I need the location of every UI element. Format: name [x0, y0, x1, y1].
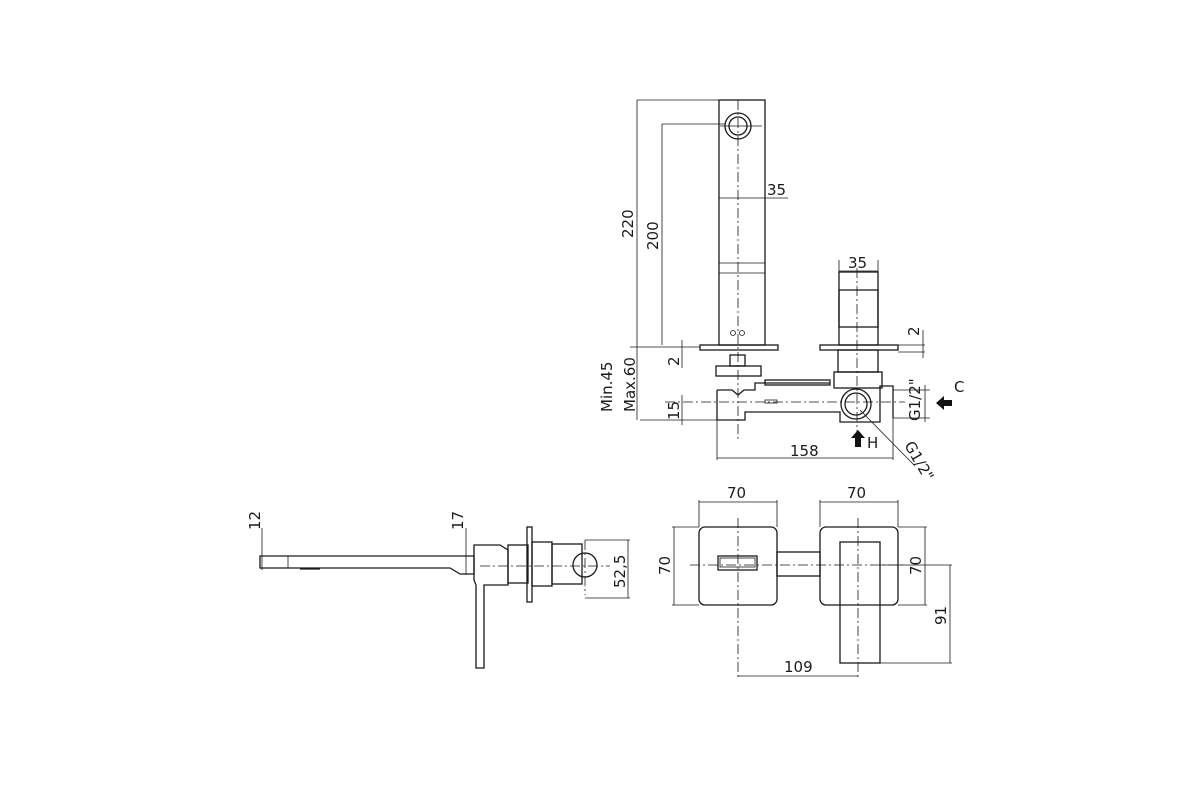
- cold-inlet-arrow-icon: [936, 396, 952, 410]
- right-plate: [819, 526, 899, 606]
- dim-max-60: Max.60: [621, 357, 639, 412]
- dim-spout-35: 35: [767, 181, 786, 199]
- dim-right-height-70: 70: [907, 556, 925, 575]
- dim-15: 15: [665, 401, 683, 420]
- spout-plate: [699, 344, 779, 351]
- thread-c: G1/2": [906, 378, 924, 421]
- dim-right-width-70: 70: [847, 484, 866, 502]
- side-view: 12 17 52,5: [246, 511, 630, 669]
- hot-inlet-arrow-icon: [851, 430, 865, 447]
- dim-91: 91: [932, 606, 950, 625]
- dim-handle-35: 35: [848, 254, 867, 272]
- lever-side: [473, 544, 509, 669]
- spout-outlet-front: [717, 555, 758, 571]
- handle-outline: [838, 271, 879, 346]
- spout-side: [259, 555, 475, 575]
- dim-158: 158: [790, 442, 819, 460]
- dim-17: 17: [449, 511, 467, 530]
- dim-min-45: Min.45: [598, 362, 616, 412]
- front-view: 70 70 70 70 91 109: [656, 484, 952, 678]
- label-cold: C: [954, 378, 964, 396]
- top-view: 220 200 35 35 2 2 Min.45 Max.60 15 G1/2"…: [598, 99, 964, 484]
- label-hot: H: [867, 434, 878, 452]
- dim-plate-2-left: 2: [665, 356, 683, 366]
- dim-52-5: 52,5: [611, 555, 629, 588]
- dim-109: 109: [784, 658, 813, 676]
- thread-h: G1/2": [901, 438, 938, 484]
- dim-200: 200: [644, 221, 662, 250]
- dim-left-width-70: 70: [727, 484, 746, 502]
- dim-left-height-70: 70: [656, 556, 674, 575]
- dim-220: 220: [619, 209, 637, 238]
- dim-12: 12: [246, 511, 264, 530]
- valve-body: [716, 385, 894, 423]
- spout-outline: [718, 99, 766, 346]
- inlet-circle: [840, 388, 872, 420]
- handle-plate: [819, 344, 899, 351]
- lever-front: [839, 541, 881, 664]
- dim-plate-2-right: 2: [905, 326, 923, 336]
